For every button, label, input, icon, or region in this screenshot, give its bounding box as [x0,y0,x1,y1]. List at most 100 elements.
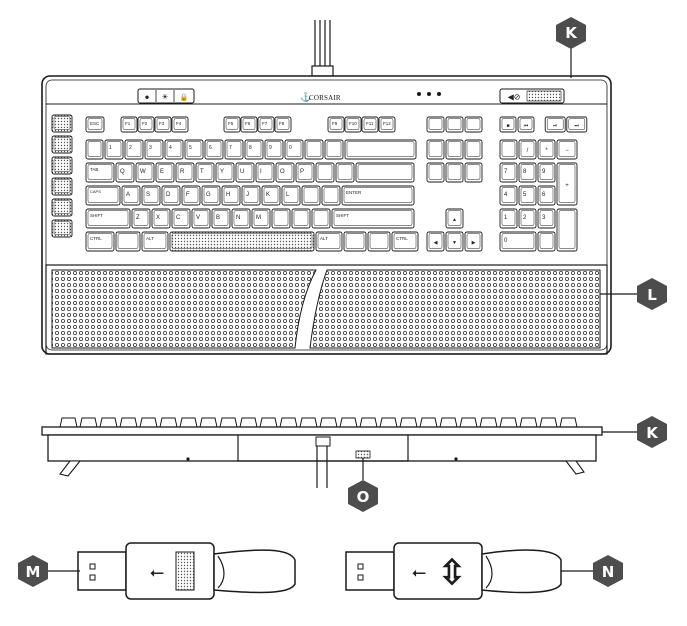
numlock-key[interactable] [499,139,518,160]
numpad-2-key[interactable]: 2 [518,208,537,229]
macro-g-key[interactable] [51,156,73,175]
function-key[interactable]: F7 [257,116,275,133]
numpad-9-key[interactable]: 9 [537,162,556,183]
media-play-key[interactable]: ⏯ [544,116,566,133]
home-key[interactable] [445,139,464,160]
function-key[interactable]: F6 [240,116,258,133]
slash-key[interactable] [311,208,331,229]
letter-key[interactable]: Q [115,162,135,183]
pagedown-key[interactable] [464,162,483,183]
insert-key[interactable] [426,139,445,160]
bracket-left-key[interactable] [315,162,335,183]
arrow-right-key[interactable]: ▶ [464,231,483,252]
function-key[interactable]: F5 [223,116,241,133]
function-key[interactable]: F4 [171,116,189,133]
letter-key[interactable]: T [195,162,215,183]
numpad-enter-key[interactable] [556,208,578,252]
numpad-7-key[interactable]: 7 [499,162,518,183]
ctrl-right-key[interactable]: CTRL [391,231,419,252]
letter-key[interactable]: H [221,185,241,206]
letter-key[interactable]: E [155,162,175,183]
comma-key[interactable] [271,208,291,229]
numpad-star-key[interactable]: * [537,139,556,160]
macro-g-key[interactable] [51,135,73,154]
number-key[interactable]: 1 [104,139,124,160]
bracket-right-key[interactable] [335,162,355,183]
letter-key[interactable]: S [141,185,161,206]
shift-right-key[interactable]: SHIFT [331,208,415,229]
letter-key[interactable]: O [275,162,295,183]
tab-key[interactable]: TAB [85,162,115,183]
letter-key[interactable]: D [161,185,181,206]
numpad-8-key[interactable]: 8 [518,162,537,183]
function-key[interactable]: F9 [327,116,345,133]
numpad-plus-key[interactable]: + [556,162,578,206]
numpad-4-key[interactable]: 4 [499,185,518,206]
numpad-minus-key[interactable]: − [556,139,578,160]
letter-key[interactable]: F [181,185,201,206]
minus-key[interactable] [304,139,324,160]
media-prev-key[interactable]: ⏮ [517,116,535,133]
semicolon-key[interactable] [301,185,321,206]
function-key[interactable]: F8 [274,116,292,133]
end-key[interactable] [445,162,464,183]
macro-g-key[interactable] [51,177,73,196]
letter-key[interactable]: C [171,208,191,229]
letter-key[interactable]: W [135,162,155,183]
esc-key[interactable]: ESC [85,116,105,133]
macro-g-key[interactable] [51,198,73,217]
windows-left-key[interactable] [115,231,141,252]
enter-key[interactable]: ENTER [341,185,415,206]
number-key[interactable]: 4 [164,139,184,160]
function-key[interactable]: F3 [154,116,172,133]
menu-key[interactable] [367,231,391,252]
numpad-period-key[interactable] [537,231,556,252]
number-key[interactable]: 5 [184,139,204,160]
letter-key[interactable]: K [261,185,281,206]
letter-key[interactable]: V [191,208,211,229]
pageup-key[interactable] [464,139,483,160]
backspace-key[interactable] [344,139,417,160]
letter-key[interactable]: J [241,185,261,206]
equals-key[interactable] [324,139,344,160]
scrolllock-key[interactable] [445,116,464,133]
letter-key[interactable]: Y [215,162,235,183]
number-key[interactable]: 2 [124,139,144,160]
arrow-left-key[interactable]: ◀ [426,231,445,252]
arrow-down-key[interactable]: ▼ [445,231,464,252]
windows-right-key[interactable] [343,231,367,252]
function-key[interactable]: F1 [120,116,138,133]
numpad-5-key[interactable]: 5 [518,185,537,206]
numpad-slash-key[interactable]: / [518,139,537,160]
period-key[interactable] [291,208,311,229]
shift-left-key[interactable]: SHIFT [85,208,131,229]
macro-g-key[interactable] [51,219,73,238]
letter-key[interactable]: A [121,185,141,206]
volume-control[interactable]: ◀⊘ [499,88,565,104]
backslash-key[interactable] [355,162,415,183]
function-key[interactable]: F10 [344,116,362,133]
number-key[interactable]: 7 [224,139,244,160]
numpad-1-key[interactable]: 1 [499,208,518,229]
numpad-0-key[interactable]: 0 [499,231,537,252]
caps-lock-key[interactable]: CAPS [85,185,121,206]
function-key[interactable]: F12 [378,116,396,133]
arrow-up-key[interactable]: ▲ [445,208,464,229]
function-key[interactable]: F11 [361,116,379,133]
letter-key[interactable]: U [235,162,255,183]
number-key[interactable]: 3 [144,139,164,160]
letter-key[interactable]: I [255,162,275,183]
macro-g-key[interactable] [51,114,73,133]
spacebar-key[interactable] [169,231,315,252]
number-key[interactable]: 8 [244,139,264,160]
number-key[interactable]: 0 [284,139,304,160]
function-key[interactable]: F2 [137,116,155,133]
numpad-6-key[interactable]: 6 [537,185,556,206]
profile-buttons[interactable]: ● ☀ 🔒 [137,88,195,104]
letter-key[interactable]: P [295,162,315,183]
media-next-key[interactable]: ⏭ [566,116,588,133]
letter-key[interactable]: G [201,185,221,206]
alt-left-key[interactable]: ALT [141,231,169,252]
number-key[interactable]: 9 [264,139,284,160]
quote-key[interactable] [321,185,341,206]
